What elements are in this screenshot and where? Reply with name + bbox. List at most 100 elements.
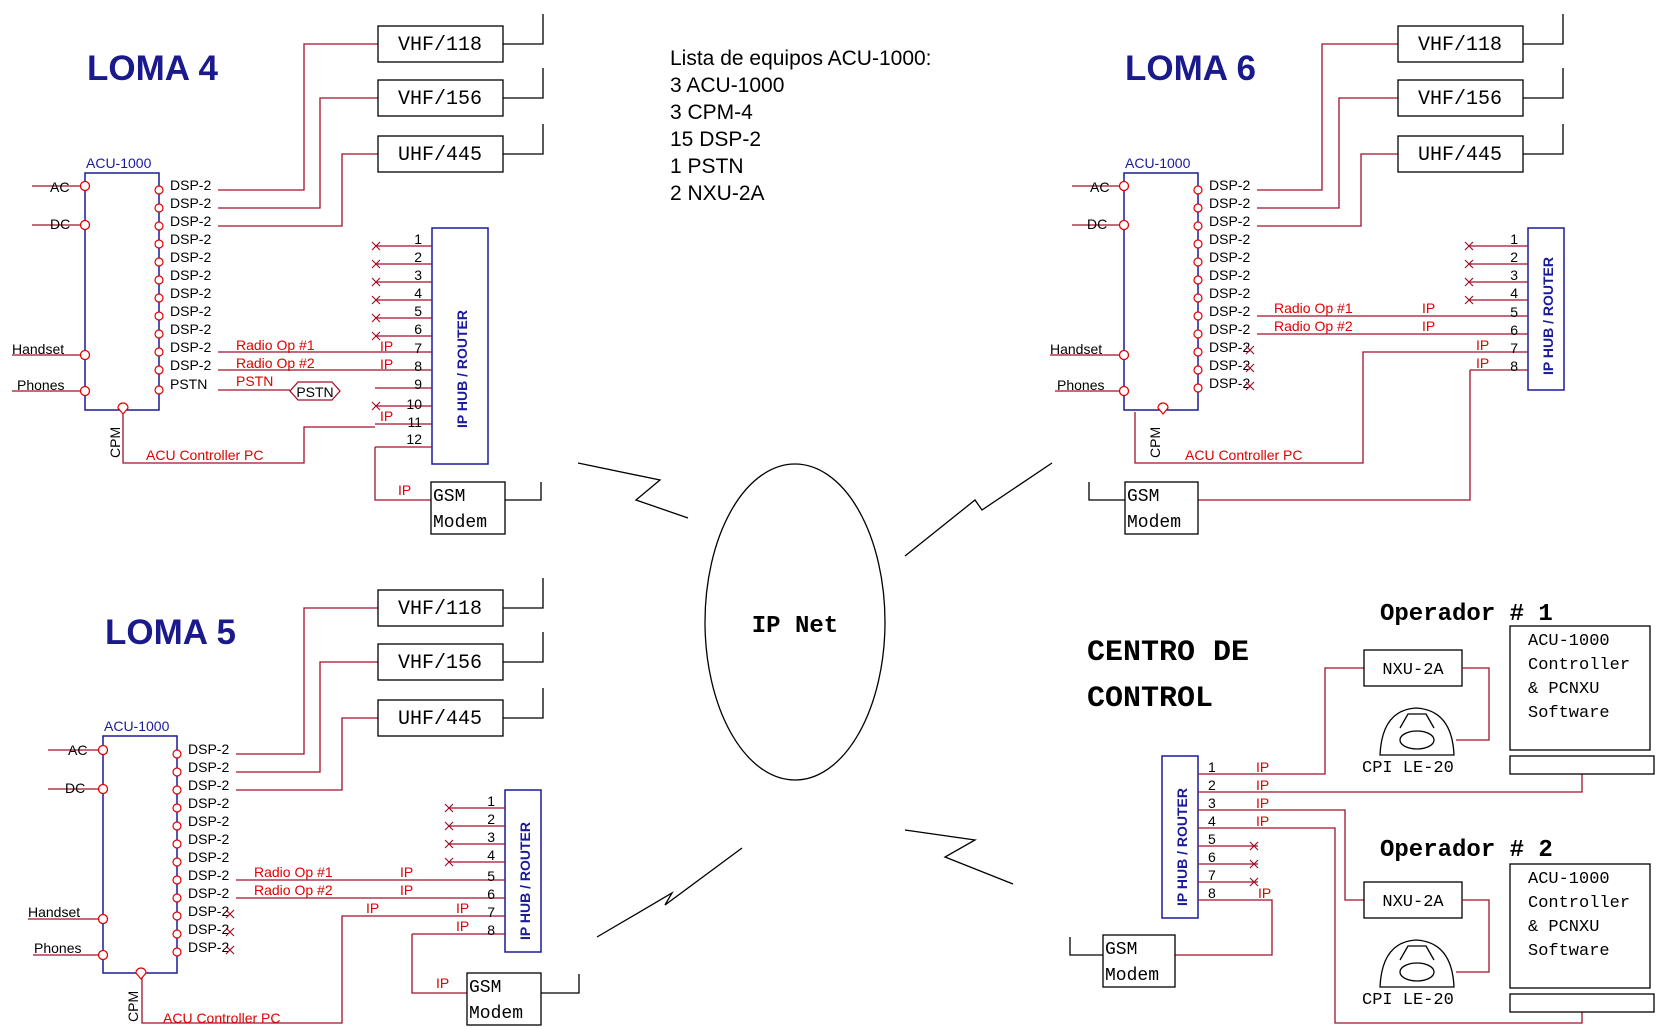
gsm-label: GSM [1127,487,1159,507]
port-number: 2 [414,249,422,265]
radio-label: VHF/118 [398,598,482,621]
radio-op1-label: Radio Op #1 [1274,300,1353,316]
pstn-device [289,381,341,401]
gsm-modem-box [1124,481,1199,535]
ip-label: IP [436,975,449,991]
hub-router: IP HUB / ROUTER 1 2 3 4 5 6 7 8 IP IP IP… [1161,667,1583,1024]
port-number: 8 [487,922,495,938]
port-number: 1 [487,793,495,809]
port-number: 8 [1510,358,1518,374]
radio-links: VHF/118 VHF/156 UHF/445 [1257,14,1564,227]
antenna-icon [1088,482,1125,501]
ip-label: IP [1256,795,1269,811]
port-number: 4 [1208,813,1216,829]
gsm-modem-box [430,481,506,535]
port-number: 6 [1208,849,1216,865]
dsp-slot-label: DSP-2 [170,213,211,229]
cpm-icon [135,967,147,980]
dsp-slot-label: DSP-2 [170,357,211,373]
gsm-modem: IP GSM Modem [411,934,580,1026]
acu-dsp-slots: DSP-2 DSP-2 DSP-2 DSP-2 DSP-2 DSP-2 DSP-… [1193,177,1255,393]
radio-links: VHF/118 VHF/156 UHF/445 [236,578,544,791]
dsp-slot-label: DSP-2 [188,795,229,811]
port-number: 10 [406,396,422,412]
dsp-slot-label: DSP-2 [188,867,229,883]
port-number: 3 [1208,795,1216,811]
ip-label: IP [1256,777,1269,793]
radio-label: UHF/445 [398,144,482,167]
link-loma4 [577,462,689,519]
radio-box [377,79,504,117]
radio-box [377,699,504,737]
hub-router-label: IP HUB / ROUTER [454,310,470,428]
port-number: 8 [414,358,422,374]
dsp-slot-label: DSP-2 [188,921,229,937]
port-number: 2 [1208,777,1216,793]
acu-label: ACU-1000 [86,155,152,171]
port-number: 7 [487,904,495,920]
operator-title: Operador # 2 [1380,837,1553,864]
acu-label: ACU-1000 [1125,155,1191,171]
pc-keyboard [1509,993,1655,1013]
hub-router: IP HUB / ROUTER 1 2 3 4 5 6 7 8 Radio Op… [141,789,542,1024]
dsp-slot-label: DSP-2 [170,339,211,355]
ip-label: IP [456,918,469,934]
acu-1000-unit [102,735,178,974]
control-center-title: CENTRO DE [1087,636,1249,670]
dsp-slot-label: DSP-2 [188,939,229,955]
control-center-title: CONTROL [1087,682,1213,716]
port-number: 7 [1510,340,1518,356]
port-number: 5 [414,303,422,319]
dsp-slot-label: DSP-2 [188,831,229,847]
equipment-list-item: 3 ACU-1000 [670,74,784,97]
dsp-slot-label: DSP-2 [170,231,211,247]
port-number: 6 [414,321,422,337]
port-number: 5 [487,868,495,884]
cpm-label: CPM [1147,427,1163,458]
dsp-slot-label: DSP-2 [1209,177,1250,193]
radio-box [1397,79,1524,117]
antenna-icon [505,482,542,501]
ip-net-cloud: IP Net [577,462,1053,938]
pc-text: ACU-1000 [1528,870,1610,889]
gsm-label: Modem [433,513,487,533]
dsp-slot-label: DSP-2 [188,885,229,901]
ip-label: IP [366,900,379,916]
site-title: LOMA 4 [87,49,218,88]
operator-2: Operador # 2 NXU-2A CPI LE-20 ACU-1000 C… [1362,837,1655,1013]
microphone-icon [1379,939,1455,988]
dsp-slot-label: DSP-2 [1209,375,1250,391]
equipment-list-item: 2 NXU-2A [670,182,765,205]
acu-left-connectors: AC DC Handset Phones [28,742,109,961]
cpi-label: CPI LE-20 [1362,991,1454,1010]
antenna-icon [1069,937,1103,956]
site-loma6: LOMA 6 ACU-1000 AC DC Handset Phones DSP… [1050,14,1565,535]
operator-1: Operador # 1 NXU-2A CPI LE-20 ACU-1000 C… [1362,601,1655,778]
acu-dsp-slots: DSP-2 DSP-2 DSP-2 DSP-2 DSP-2 DSP-2 DSP-… [154,177,211,395]
site-title: LOMA 5 [105,613,236,652]
antenna-icon [541,974,580,994]
radio-box [1397,135,1524,173]
port-number: 7 [1208,867,1216,883]
port-number: 3 [487,829,495,845]
antenna-icon [503,68,544,99]
radio-label: VHF/118 [398,34,482,57]
acu-dsp-slots: DSP-2 DSP-2 DSP-2 DSP-2 DSP-2 DSP-2 DSP-… [172,741,235,957]
ip-label: IP [1422,318,1435,334]
controller-pc-label: ACU Controller PC [1185,447,1302,463]
antenna-icon [503,632,544,663]
hub-router-box [504,789,542,953]
acu-left-connectors: AC DC Handset Phones [1050,179,1130,397]
radio-label: VHF/156 [398,652,482,675]
ip-label: IP [1258,885,1271,901]
pc-text: & PCNXU [1528,918,1599,937]
dsp-slot-label: DSP-2 [1209,339,1250,355]
antenna-icon [1523,124,1564,155]
ip-label: IP [1256,759,1269,775]
port-number: 4 [487,847,495,863]
gsm-label: GSM [433,487,465,507]
port-number: 3 [414,267,422,283]
hub-router: IP HUB / ROUTER 1 2 3 4 5 6 7 8 Radio Op… [1134,227,1565,464]
pc-monitor [1509,625,1651,751]
pc-keyboard [1509,755,1655,775]
